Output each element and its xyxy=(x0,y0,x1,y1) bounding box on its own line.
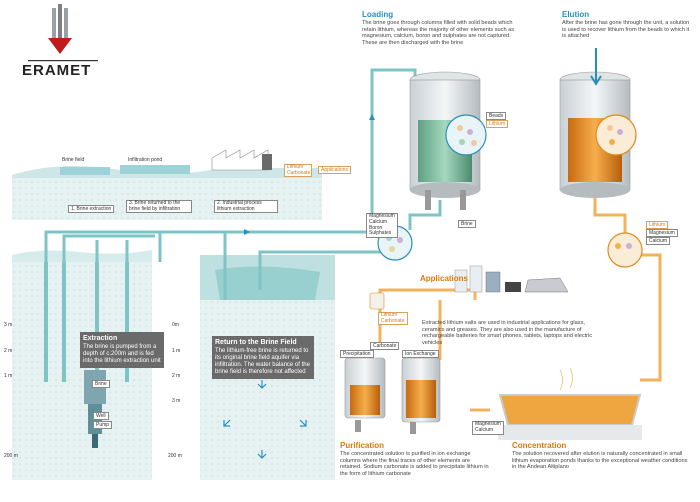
concentration-pond xyxy=(498,367,642,440)
elution-calcium-label: Calcium xyxy=(646,237,671,245)
step-brine-returned: 3. Brine returned to the brine field by … xyxy=(126,200,192,213)
depth-label-3m: 3 m xyxy=(4,322,13,328)
loading-title: Loading xyxy=(362,10,394,19)
pump-label: Pump xyxy=(93,421,113,429)
loading-text: The brine goes through columns filled wi… xyxy=(362,20,515,46)
infiltration-pond-label: Infiltration pond xyxy=(128,157,163,163)
return-depth-1m: 1 m xyxy=(172,348,181,354)
brine-field-label: Brine field xyxy=(62,157,85,163)
ion-exchange-label: Ion Exchange xyxy=(402,350,439,358)
extraction-brine-label: Brine xyxy=(92,380,110,388)
carbonate-label: Carbonate xyxy=(370,342,400,350)
brine-tag: Brine xyxy=(458,220,476,228)
elution-circle xyxy=(607,232,643,268)
applications-title: Applications xyxy=(420,274,469,283)
return-text: The lithium-free brine is returned to it… xyxy=(215,348,310,375)
loading-tank xyxy=(409,71,487,210)
concentration-title: Concentration xyxy=(512,441,567,450)
surface-applications-tag: Applications xyxy=(318,166,351,174)
label-calcium: Calcium xyxy=(369,218,388,225)
label-boron: Boron xyxy=(369,224,383,231)
extraction-title: Extraction xyxy=(83,335,118,342)
elution-tank xyxy=(559,48,637,198)
purification-title: Purification xyxy=(340,441,385,450)
lithium-label: Lithium xyxy=(486,120,509,128)
return-box: Return to the Brine Field The lithium-fr… xyxy=(212,336,314,379)
eramet-logo xyxy=(28,4,98,62)
discharge-labels: Magnesium Calcium Boron Sulphates xyxy=(366,213,398,238)
return-title: Return to the Brine Field xyxy=(215,339,297,346)
label-magnesium: Magnesium xyxy=(369,213,395,219)
purification-magnesium: Magnesium xyxy=(475,421,501,427)
applications-text: Extracted lithium salts are used in indu… xyxy=(422,320,593,346)
step-industrial-process: 2. Industrial process lithium extraction xyxy=(214,200,278,213)
concentration-text: The solution recovered after elution is … xyxy=(512,451,688,471)
depth-label-2m: 2 m xyxy=(4,348,13,354)
elution-magnesium-label: Magnesium xyxy=(646,229,678,237)
surface-lithium-carbonate: Lithium Carbonate xyxy=(284,164,312,177)
purification-tanks xyxy=(344,357,441,434)
purification-text: The concentrated solution is purified in… xyxy=(340,451,489,477)
return-depth-3m: 3 m xyxy=(172,398,181,404)
pipe-arrows xyxy=(244,114,375,235)
lithium-carbonate-bottle xyxy=(369,292,385,310)
return-depth-0m: 0m xyxy=(172,322,179,328)
depth-label-1m: 1 m xyxy=(4,373,13,379)
applications-lithium-carbonate: Lithium Carbonate xyxy=(378,312,408,325)
return-depth-200m: 200 m xyxy=(168,453,182,459)
beads-label: Beads xyxy=(486,112,507,120)
logo-text: ERAMET xyxy=(22,62,92,79)
well-label: Well xyxy=(93,412,109,420)
return-depth-2m: 2 m xyxy=(172,373,181,379)
precipitation-label: Precipitation xyxy=(340,350,374,358)
extraction-text: The brine is pumped from a depth of c.20… xyxy=(83,344,161,364)
elution-title: Elution xyxy=(562,10,590,19)
purification-discharge-labels: Magnesium Calcium xyxy=(472,421,504,435)
products-illustration xyxy=(454,265,569,293)
purification-calcium: Calcium xyxy=(475,426,494,433)
label-sulphates: Sulphates xyxy=(369,230,392,237)
extraction-box: Extraction The brine is pumped from a de… xyxy=(80,332,164,368)
factory-icon xyxy=(211,149,272,171)
elution-lithium-label: Lithium xyxy=(646,221,669,229)
depth-label-200m: 200 m xyxy=(4,453,18,459)
elution-text: After the brine has gone through the uni… xyxy=(562,20,690,40)
step-brine-extraction: 1. Brine extraction xyxy=(68,205,115,213)
